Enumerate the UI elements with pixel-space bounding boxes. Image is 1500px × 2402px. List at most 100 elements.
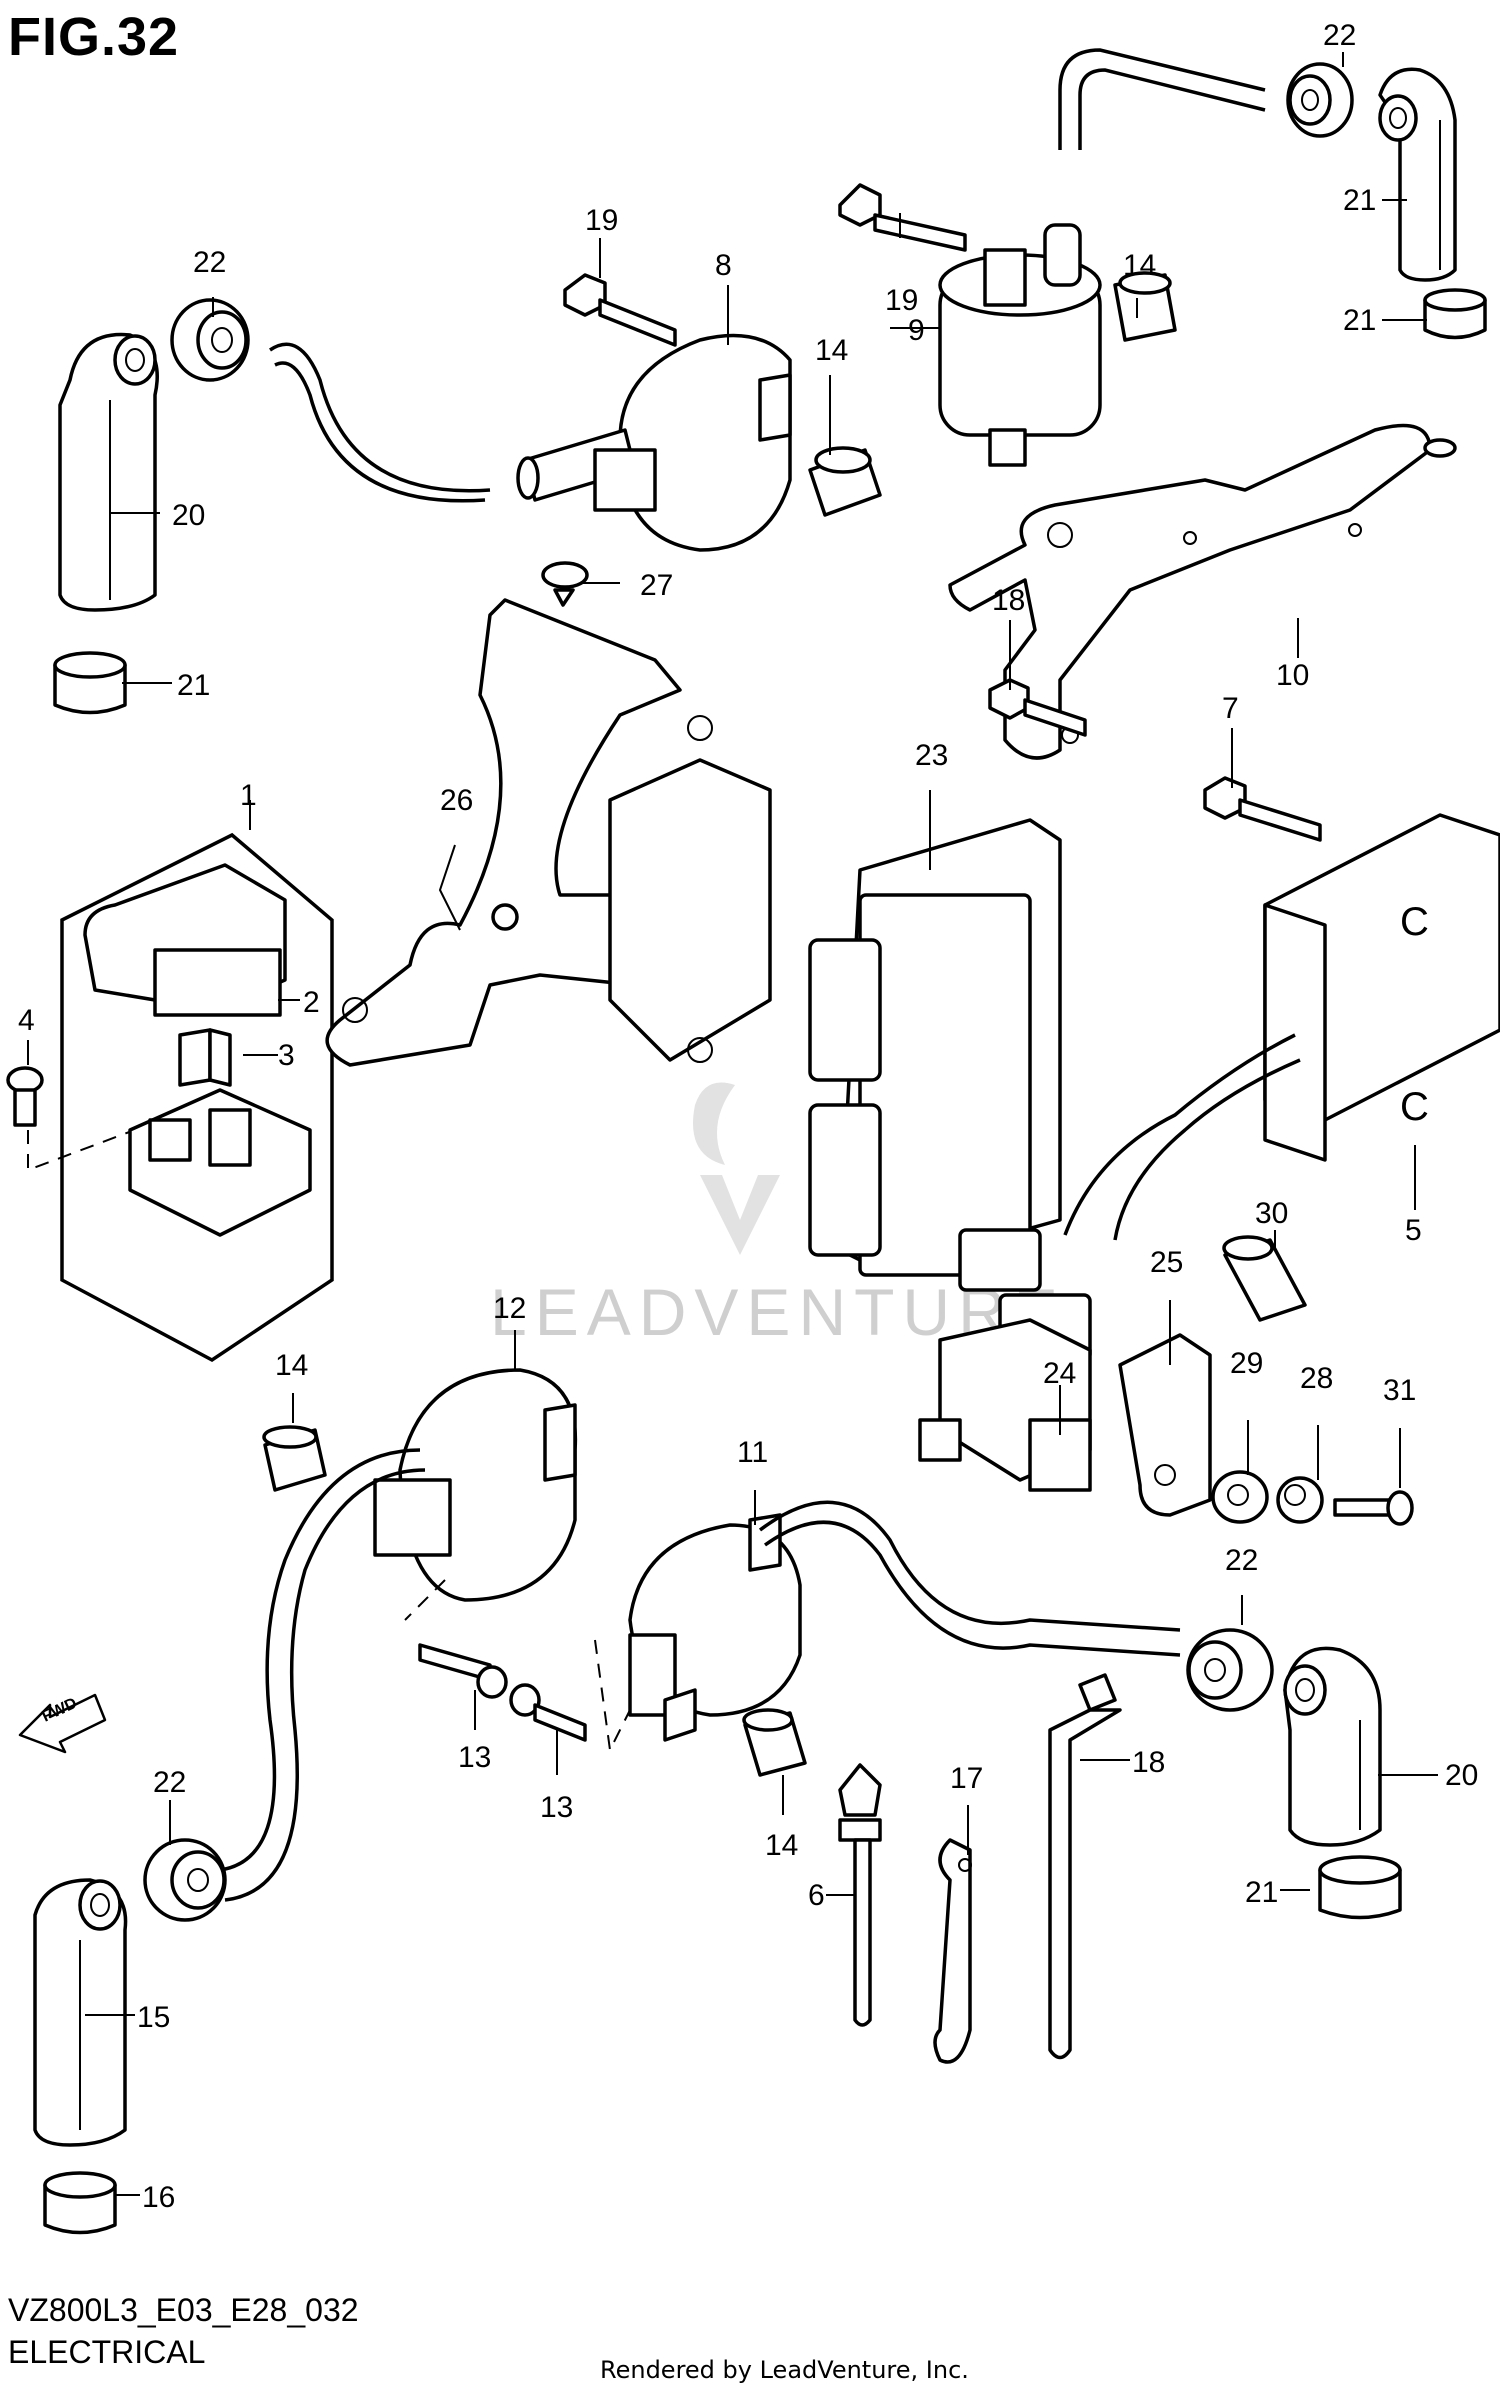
diagram-code: VZ800L3_E03_E28_032 — [8, 2292, 359, 2328]
callout-c23: 23 — [915, 739, 948, 772]
part-22-bottom-right — [1186, 1628, 1274, 1712]
part-18-bolt-left — [563, 273, 677, 347]
part-19-top-left — [58, 332, 159, 612]
callout-c16: 18 — [1132, 1746, 1165, 1779]
callout-c28: 28 — [1300, 1362, 1333, 1395]
part-1-group-outline — [60, 832, 334, 1363]
fwd-direction-arrow: FWD — [18, 1693, 107, 1754]
callout-c13b: 13 — [540, 1791, 573, 1824]
part-15-clamp — [933, 1838, 972, 2064]
callout-c21a: 21 — [1343, 304, 1376, 337]
part-22-top-right — [1286, 62, 1354, 138]
part-14-sleeve-left — [262, 1425, 327, 1492]
assembly-line-12 — [404, 1579, 446, 1621]
part-9-hose — [1058, 48, 1266, 150]
callout-c2: 2 — [303, 986, 320, 1019]
part-29-washer — [1211, 1470, 1269, 1524]
callout-c26: 26 — [440, 784, 473, 817]
callout-c9: 9 — [908, 314, 925, 347]
callout-c31: 31 — [1383, 1374, 1416, 1407]
part-28-collar — [1276, 1476, 1324, 1524]
part-21-top-left — [53, 651, 127, 715]
callout-c14a: 14 — [1123, 249, 1156, 282]
part-20-top-right — [1378, 67, 1457, 282]
part-3-fuse — [178, 1028, 232, 1087]
part-19-bottom-left — [33, 1878, 128, 2147]
figure-title: FIG.32 — [8, 7, 180, 67]
svg-text:C: C — [1400, 900, 1429, 944]
part-23-ecu — [808, 818, 1062, 1277]
callout-c22a: 22 — [1323, 19, 1356, 52]
part-31-bolt — [1333, 1490, 1414, 1526]
part-11-ignition-coil — [628, 1513, 802, 1742]
part-30-sleeve — [1222, 1235, 1307, 1322]
callout-c13a: 13 — [458, 1741, 491, 1774]
part-8-hose — [269, 342, 491, 503]
callout-c22c: 22 — [1225, 1544, 1258, 1577]
callout-c8: 8 — [715, 249, 732, 282]
svg-text:C: C — [1400, 1085, 1429, 1129]
callout-c21b: 21 — [177, 669, 210, 702]
part-11-hose — [758, 1500, 1181, 1657]
callout-c18a: 19 — [585, 204, 618, 237]
callout-c25: 25 — [1150, 1246, 1183, 1279]
callout-c20a: 21 — [1343, 184, 1376, 217]
callout-c30: 30 — [1255, 1197, 1288, 1230]
part-21-bottom-left — [43, 2171, 117, 2235]
callout-c29: 29 — [1230, 1347, 1263, 1380]
callout-c1: 1 — [240, 779, 257, 812]
section-name: ELECTRICAL — [8, 2334, 206, 2370]
part-26-bracket — [325, 598, 772, 1067]
callout-c19b: 15 — [137, 2001, 170, 2034]
part-5-regulator: C C — [1263, 813, 1500, 1162]
part-16-cable-tie — [1048, 1673, 1122, 2060]
callout-c15: 17 — [950, 1762, 983, 1795]
leader-lines — [27, 52, 1438, 2196]
callout-c11: 11 — [737, 1436, 768, 1469]
assembly-line-11 — [594, 1639, 631, 1754]
part-14-sleeve-center — [808, 446, 882, 517]
part-27-screw — [541, 561, 589, 607]
callout-c20b: 20 — [1445, 1759, 1478, 1792]
callout-c21d: 16 — [142, 2181, 175, 2214]
render-credit: Rendered by LeadVenture, Inc. — [600, 2356, 969, 2384]
part-12-ignition-coil — [373, 1368, 578, 1602]
callout-c4: 4 — [18, 1004, 35, 1037]
part-14-sleeve-top — [1113, 271, 1177, 342]
callout-numbers: 22 21 21 19 19 8 14 9 14 22 20 21 27 18 … — [18, 19, 1478, 2214]
part-2-cover — [83, 863, 287, 1017]
part-18-bolt-top — [838, 183, 967, 252]
callout-c24: 24 — [1043, 1357, 1076, 1390]
callout-c14c: 14 — [275, 1349, 308, 1382]
part-6-clip — [838, 1763, 882, 2027]
callout-c14b: 14 — [815, 334, 848, 367]
callout-c22b: 22 — [193, 246, 226, 279]
part-20-bottom-right — [1283, 1646, 1382, 1847]
callout-c17: 18 — [992, 584, 1025, 617]
part-10-bracket — [948, 423, 1457, 760]
part-25-bracket — [1118, 1333, 1212, 1517]
part-13-bolt-b — [509, 1683, 587, 1742]
part-8-ignition-coil — [516, 333, 792, 552]
callout-c6: 6 — [808, 1879, 825, 1912]
part-21-bottom-right — [1318, 1855, 1402, 1920]
callout-c21c: 21 — [1245, 1876, 1278, 1909]
callout-c12: 12 — [493, 1292, 526, 1325]
callout-c27: 27 — [640, 569, 673, 602]
callout-c14d: 14 — [765, 1829, 798, 1862]
part-4-bolt — [6, 1066, 44, 1127]
part-21-top-right — [1423, 288, 1487, 340]
part-22-bottom-left — [143, 1838, 227, 1922]
part-12-hose — [219, 1448, 426, 1902]
callout-c22d: 22 — [153, 1766, 186, 1799]
callout-c5: 5 — [1405, 1214, 1422, 1247]
callout-c10: 10 — [1276, 659, 1309, 692]
part-22-top-left — [170, 298, 250, 382]
callout-c7: 7 — [1222, 692, 1239, 725]
callout-c3: 3 — [278, 1039, 295, 1072]
part-14-sleeve-bottom — [742, 1708, 807, 1777]
part-24-relay — [918, 1318, 1092, 1492]
part-7-bolt — [1203, 776, 1322, 842]
callout-c19a: 20 — [172, 499, 205, 532]
